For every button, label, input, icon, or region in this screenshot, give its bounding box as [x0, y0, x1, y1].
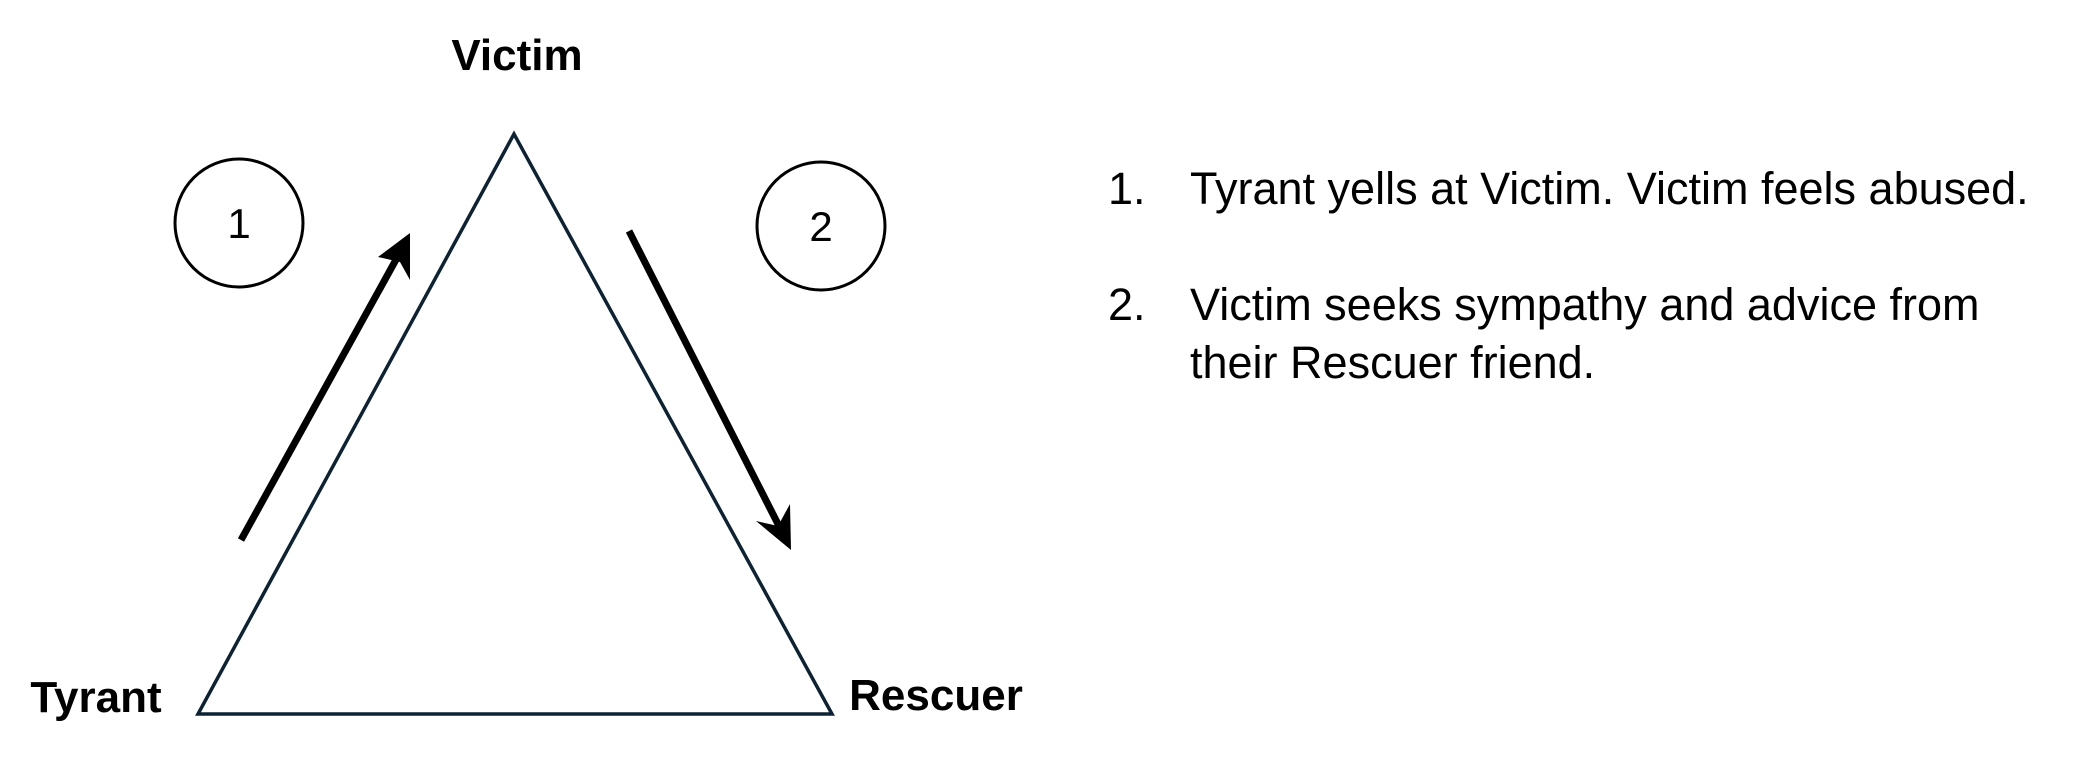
node-label-tyrant: Tyrant — [30, 673, 162, 722]
step-marker-1-label: 1 — [227, 200, 250, 247]
step-text-1: Tyrant yells at Victim. Victim feels abu… — [1190, 163, 2029, 214]
step-text-2: Victim seeks sympathy and advice from th… — [1190, 279, 1980, 388]
step-marker-2: 2 — [755, 160, 887, 292]
node-label-rescuer: Rescuer — [849, 671, 1023, 720]
step-item-2: 2. Victim seeks sympathy and advice from… — [1108, 276, 2068, 392]
node-label-victim: Victim — [451, 31, 582, 80]
arrow-victim-to-rescuer — [625, 229, 791, 550]
step-marker-1: 1 — [173, 157, 305, 289]
triangle — [195, 130, 835, 716]
step-number-2: 2. — [1108, 279, 1146, 330]
step-number-1: 1. — [1108, 163, 1146, 214]
arrow-tyrant-to-victim — [237, 233, 410, 542]
step-list: 1. Tyrant yells at Victim. Victim feels … — [1108, 160, 2068, 450]
drama-triangle-diagram: Victim Tyrant Rescuer 1 2 — [30, 31, 1023, 722]
step-marker-2-label: 2 — [809, 203, 832, 250]
step-item-1: 1. Tyrant yells at Victim. Victim feels … — [1108, 160, 2068, 218]
